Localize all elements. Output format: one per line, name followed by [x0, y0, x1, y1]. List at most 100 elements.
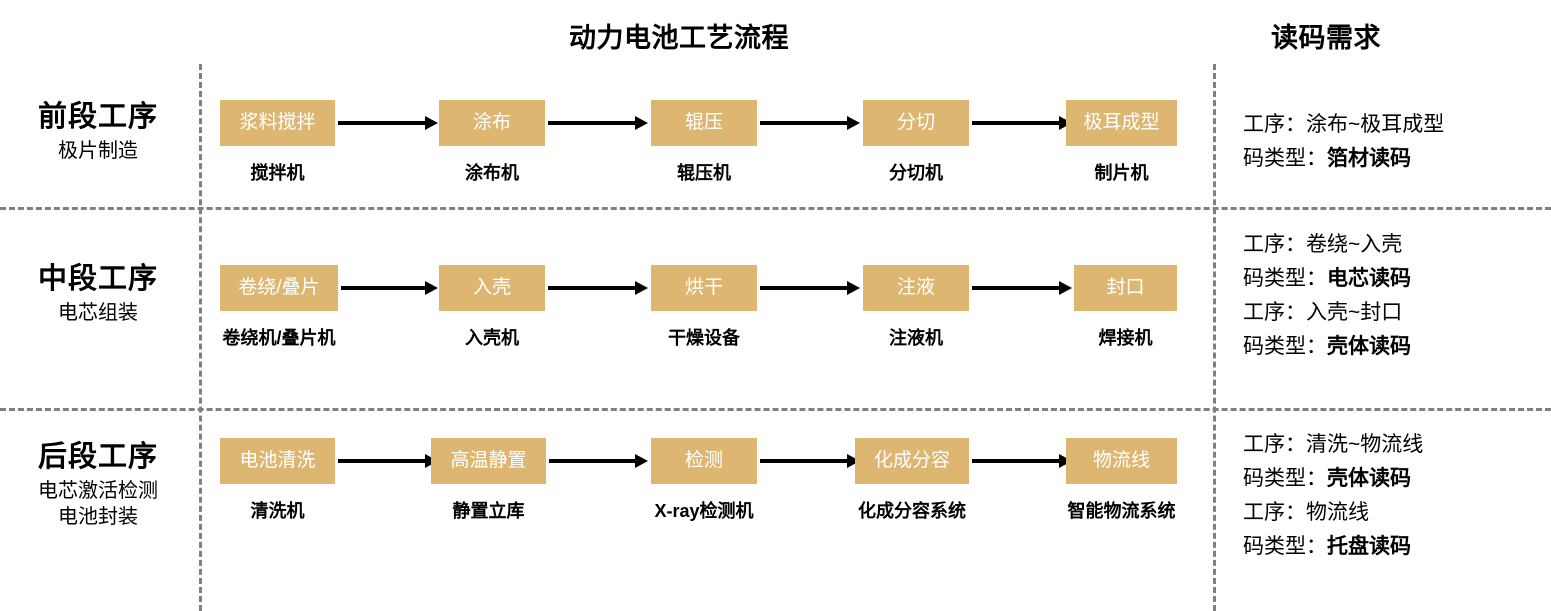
demand-value: 壳体读码 — [1327, 467, 1411, 491]
flow-arrow — [972, 454, 1072, 468]
demand-value: 托盘读码 — [1327, 535, 1411, 559]
process-node-label: 电池清洗 — [220, 438, 335, 484]
process-node[interactable]: 物流线 智能物流系统 — [1066, 438, 1177, 523]
demand-label: 码类型： — [1243, 267, 1327, 291]
demand-value: 物流线 — [1306, 501, 1369, 525]
process-node-caption: 干燥设备 — [668, 328, 740, 348]
process-node-label: 高温静置 — [431, 438, 546, 484]
process-node-caption: 焊接机 — [1098, 328, 1153, 348]
process-node[interactable]: 涂布 涂布机 — [439, 100, 545, 185]
flow-row-back: 电池清洗 清洗机 高温静置 静置立库 检测 X-ray检测机 化成分容 化成分容… — [205, 438, 1210, 558]
process-node-caption: 搅拌机 — [250, 163, 305, 183]
process-node[interactable]: 浆料搅拌 搅拌机 — [220, 100, 335, 185]
stage-title: 前段工序 — [37, 101, 158, 133]
flow-arrow — [972, 281, 1072, 295]
demand-line: 码类型：托盘读码 — [1243, 530, 1543, 564]
stage-title: 后段工序 — [37, 441, 158, 473]
demand-line: 工序：卷绕~入壳 — [1243, 228, 1543, 262]
process-node[interactable]: 烘干 干燥设备 — [651, 265, 757, 350]
vertical-divider-right — [1213, 64, 1216, 611]
demand-label: 工序： — [1243, 501, 1306, 525]
demand-label: 码类型： — [1243, 147, 1327, 171]
process-node[interactable]: 极耳成型 制片机 — [1066, 100, 1177, 185]
demand-block-back: 工序：清洗~物流线 码类型：壳体读码 工序：物流线 码类型：托盘读码 — [1243, 428, 1543, 564]
horizontal-divider-2 — [0, 408, 1551, 411]
demand-value: 涂布~极耳成型 — [1306, 113, 1445, 136]
process-node-label: 分切 — [863, 100, 969, 146]
flow-arrow — [972, 116, 1072, 130]
horizontal-divider-1 — [0, 207, 1551, 210]
demand-value: 卷绕~入壳 — [1306, 233, 1403, 256]
process-node[interactable]: 高温静置 静置立库 — [431, 438, 546, 523]
flow-arrow — [338, 116, 438, 130]
stage-label-middle: 中段工序 电芯组装 — [0, 262, 196, 326]
process-node-label: 涂布 — [439, 100, 545, 146]
process-node-label: 物流线 — [1066, 438, 1177, 484]
demand-line: 工序：清洗~物流线 — [1243, 428, 1543, 462]
flow-arrow — [341, 281, 441, 295]
process-node[interactable]: 卷绕/叠片 卷绕机/叠片机 — [220, 265, 338, 350]
demand-label: 工序： — [1243, 301, 1306, 325]
process-node-label: 极耳成型 — [1066, 100, 1177, 146]
demand-label: 工序： — [1243, 113, 1306, 136]
demand-value: 壳体读码 — [1327, 335, 1411, 359]
process-node-label: 辊压 — [651, 100, 757, 146]
demand-label: 码类型： — [1243, 467, 1327, 491]
flow-arrow — [549, 454, 649, 468]
demand-line: 工序：物流线 — [1243, 496, 1543, 530]
demand-label: 工序： — [1243, 433, 1306, 456]
demand-label: 码类型： — [1243, 335, 1327, 359]
flow-row-middle: 卷绕/叠片 卷绕机/叠片机 入壳 入壳机 烘干 干燥设备 注液 注液机 封口 — [205, 265, 1210, 385]
stage-subtitle: 电芯组装 — [58, 302, 138, 325]
process-node-label: 检测 — [651, 438, 757, 484]
demand-value: 箔材读码 — [1327, 147, 1411, 171]
demand-value: 清洗~物流线 — [1306, 433, 1424, 456]
process-node[interactable]: 检测 X-ray检测机 — [651, 438, 757, 523]
stage-title: 中段工序 — [37, 263, 158, 295]
process-node-caption: 卷绕机/叠片机 — [222, 328, 336, 348]
process-node[interactable]: 电池清洗 清洗机 — [220, 438, 335, 523]
process-node-caption: 智能物流系统 — [1067, 501, 1176, 521]
process-node-label: 烘干 — [651, 265, 757, 311]
process-node[interactable]: 辊压 辊压机 — [651, 100, 757, 185]
demand-line: 码类型：壳体读码 — [1243, 330, 1543, 364]
demand-line: 工序：涂布~极耳成型 — [1243, 108, 1543, 142]
process-node-caption: 分切机 — [889, 163, 943, 183]
process-node-caption: 静置立库 — [452, 501, 525, 521]
flow-arrow — [760, 116, 860, 130]
process-node-label: 浆料搅拌 — [220, 100, 335, 146]
demand-value: 电芯读码 — [1327, 267, 1411, 291]
demand-label: 码类型： — [1243, 535, 1327, 559]
process-node-caption: X-ray检测机 — [654, 501, 754, 521]
demand-block-front: 工序：涂布~极耳成型 码类型：箔材读码 — [1243, 108, 1543, 176]
flow-arrow — [338, 454, 438, 468]
flow-arrow — [548, 116, 648, 130]
process-node-caption: 涂布机 — [465, 163, 519, 183]
demand-label: 工序： — [1243, 233, 1306, 256]
demand-block-middle: 工序：卷绕~入壳 码类型：电芯读码 工序：入壳~封口 码类型：壳体读码 — [1243, 228, 1543, 364]
process-node[interactable]: 入壳 入壳机 — [439, 265, 545, 350]
demand-line: 工序：入壳~封口 — [1243, 296, 1543, 330]
flow-arrow — [548, 281, 648, 295]
process-column-title: 动力电池工艺流程 — [569, 23, 789, 53]
process-node[interactable]: 化成分容 化成分容系统 — [855, 438, 969, 523]
process-node-caption: 化成分容系统 — [858, 501, 966, 521]
process-node-caption: 辊压机 — [677, 163, 731, 183]
process-node[interactable]: 分切 分切机 — [863, 100, 969, 185]
process-node[interactable]: 封口 焊接机 — [1074, 265, 1177, 350]
process-node[interactable]: 注液 注液机 — [863, 265, 969, 350]
process-node-caption: 清洗机 — [250, 501, 305, 521]
flow-row-front: 浆料搅拌 搅拌机 涂布 涂布机 辊压 辊压机 分切 分切机 极耳成型 — [205, 100, 1210, 220]
process-node-caption: 入壳机 — [465, 328, 519, 348]
stage-subtitle-2: 电池封装 — [58, 506, 138, 529]
process-node-label: 注液 — [863, 265, 969, 311]
process-node-caption: 注液机 — [889, 328, 943, 348]
demand-line: 码类型：电芯读码 — [1243, 262, 1543, 296]
stage-subtitle: 极片制造 — [58, 140, 138, 163]
flow-arrow — [760, 281, 860, 295]
stage-label-front: 前段工序 极片制造 — [0, 100, 196, 164]
process-node-label: 封口 — [1074, 265, 1177, 311]
vertical-divider-left — [199, 64, 202, 611]
process-node-label: 入壳 — [439, 265, 545, 311]
